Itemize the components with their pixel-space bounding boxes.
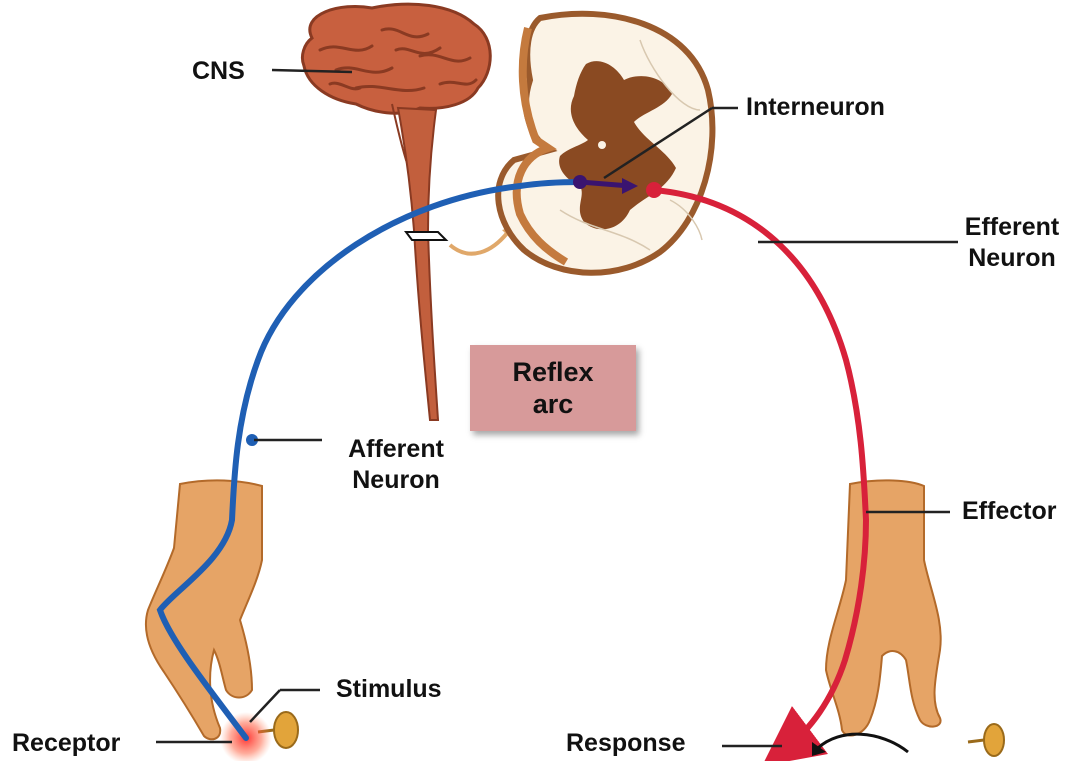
hand-icon xyxy=(826,480,941,735)
cns-label: CNS xyxy=(192,56,245,87)
receptor-label: Receptor xyxy=(12,728,120,759)
reflex-label-line1: Reflex xyxy=(512,356,593,388)
afferent-neuron-label: Afferent Neuron xyxy=(336,434,456,496)
efferent-label-line2: Neuron xyxy=(962,243,1062,274)
efferent-neuron-label: Efferent Neuron xyxy=(962,212,1062,274)
pin-icon xyxy=(968,724,1004,756)
stimulus-leader xyxy=(250,690,280,722)
brain-icon xyxy=(302,4,490,176)
interneuron-label: Interneuron xyxy=(746,92,885,123)
afferent-label-line1: Afferent xyxy=(336,434,456,465)
response-arrow xyxy=(818,734,908,752)
effector-label: Effector xyxy=(962,496,1056,527)
response-label: Response xyxy=(566,728,685,759)
spinal-cord-section-icon xyxy=(498,14,712,273)
interneuron-body xyxy=(573,175,587,189)
reflex-label-line2: arc xyxy=(533,388,574,420)
afferent-label-line2: Neuron xyxy=(336,465,456,496)
efferent-label-line1: Efferent xyxy=(962,212,1062,243)
reflex-arc-box: Reflex arc xyxy=(470,345,636,431)
stimulus-label: Stimulus xyxy=(336,674,442,705)
